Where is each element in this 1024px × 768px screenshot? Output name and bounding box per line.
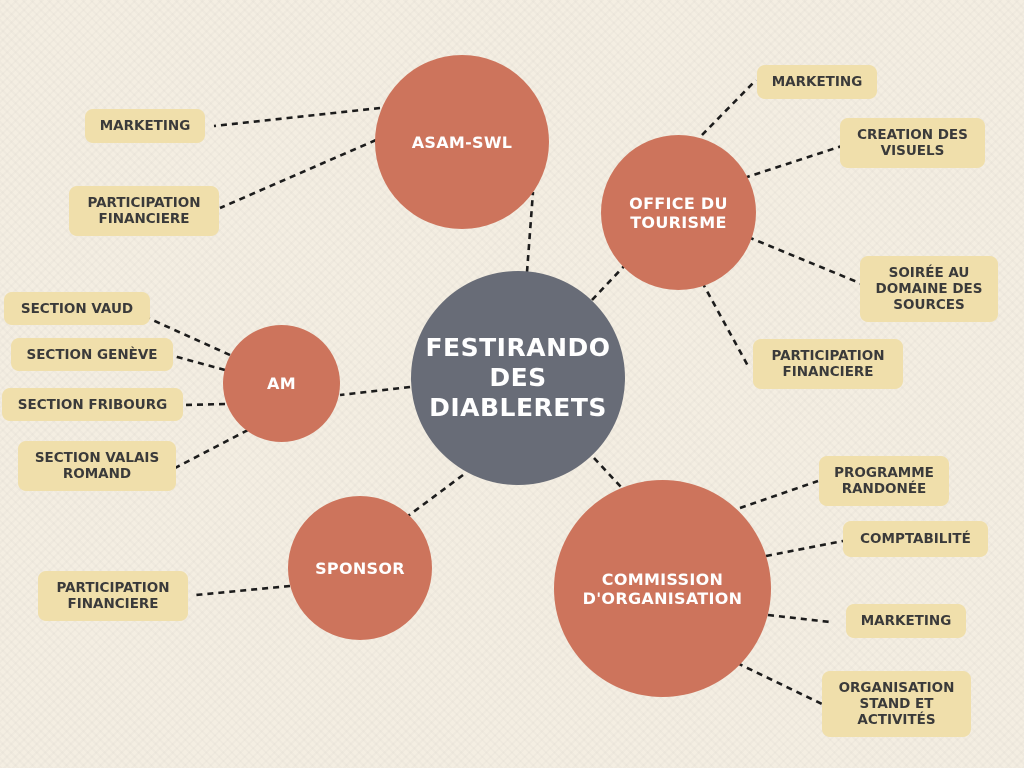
leaf-office-participation: PARTICIPATION FINANCIERE bbox=[753, 339, 903, 389]
link-office-participation bbox=[700, 281, 750, 367]
leaf-office-participation-label: PARTICIPATION FINANCIERE bbox=[771, 348, 885, 380]
link-asam-marketing bbox=[213, 106, 381, 128]
link-center-office bbox=[591, 261, 629, 301]
center-label: FESTIRANDO DES DIABLERETS bbox=[425, 333, 611, 422]
leaf-sponsor-participation-label: PARTICIPATION FINANCIERE bbox=[56, 580, 170, 612]
leaf-com-programme-label: PROGRAMME RANDONÉE bbox=[834, 465, 934, 497]
leaf-office-soiree-label: SOIRÉE AU DOMAINE DES SOURCES bbox=[875, 265, 983, 313]
leaf-asam-participation-label: PARTICIPATION FINANCIERE bbox=[87, 195, 201, 227]
link-am-valais bbox=[174, 428, 249, 470]
link-com-comptabilite bbox=[765, 539, 844, 558]
link-center-commission bbox=[593, 457, 622, 488]
link-office-marketing bbox=[701, 79, 757, 136]
leaf-am-vaud-label: SECTION VAUD bbox=[20, 300, 134, 317]
hub-office-tourisme: OFFICE DU TOURISME bbox=[601, 135, 756, 290]
center-node-festirando: FESTIRANDO DES DIABLERETS bbox=[411, 271, 625, 485]
leaf-asam-marketing: MARKETING bbox=[85, 109, 205, 143]
hub-sponsor-label: SPONSOR bbox=[315, 558, 405, 578]
link-asam-participation bbox=[219, 138, 377, 210]
leaf-office-soiree: SOIRÉE AU DOMAINE DES SOURCES bbox=[860, 256, 998, 322]
leaf-am-section-fribourg: SECTION FRIBOURG bbox=[2, 388, 183, 421]
hub-am-label: AM bbox=[267, 374, 296, 393]
link-am-fribourg bbox=[182, 402, 226, 407]
hub-sponsor: SPONSOR bbox=[288, 496, 432, 640]
hub-am: AM bbox=[223, 325, 340, 442]
leaf-asam-marketing-label: MARKETING bbox=[99, 118, 191, 134]
leaf-office-marketing: MARKETING bbox=[757, 65, 877, 99]
leaf-am-geneve-label: SECTION GENÈVE bbox=[26, 346, 158, 363]
link-center-sponsor bbox=[407, 473, 464, 518]
hub-office-label: OFFICE DU TOURISME bbox=[629, 193, 728, 232]
leaf-com-programme: PROGRAMME RANDONÉE bbox=[819, 456, 949, 506]
leaf-com-marketing-label: MARKETING bbox=[860, 613, 952, 629]
link-sponsor-participation bbox=[195, 584, 291, 597]
leaf-com-marketing: MARKETING bbox=[846, 604, 966, 638]
leaf-com-comptabilite: COMPTABILITÉ bbox=[843, 521, 988, 557]
hub-asam-swl: ASAM-SWL bbox=[375, 55, 549, 229]
leaf-com-stand-label: ORGANISATION STAND ET ACTIVITÉS bbox=[838, 680, 955, 728]
leaf-sponsor-participation: PARTICIPATION FINANCIERE bbox=[38, 571, 188, 621]
leaf-office-visuels: CREATION DES VISUELS bbox=[840, 118, 985, 168]
leaf-am-section-vaud: SECTION VAUD bbox=[4, 292, 150, 325]
link-com-programme bbox=[739, 479, 819, 510]
link-com-marketing bbox=[767, 613, 831, 624]
hub-commission-label: COMMISSION D'ORGANISATION bbox=[582, 569, 743, 608]
link-office-visuels bbox=[743, 144, 843, 180]
link-com-stand bbox=[736, 661, 823, 706]
link-center-asam bbox=[525, 191, 535, 273]
link-center-am bbox=[339, 385, 411, 397]
leaf-am-section-geneve: SECTION GENÈVE bbox=[11, 338, 173, 371]
hub-commission-organisation: COMMISSION D'ORGANISATION bbox=[554, 480, 771, 697]
leaf-am-section-valais: SECTION VALAIS ROMAND bbox=[18, 441, 176, 491]
link-office-soiree bbox=[747, 235, 863, 286]
hub-asam-label: ASAM-SWL bbox=[411, 132, 513, 152]
leaf-com-stand: ORGANISATION STAND ET ACTIVITÉS bbox=[822, 671, 971, 737]
leaf-office-marketing-label: MARKETING bbox=[771, 74, 863, 90]
leaf-asam-participation: PARTICIPATION FINANCIERE bbox=[69, 186, 219, 236]
link-am-geneve bbox=[169, 353, 226, 372]
leaf-am-fribourg-label: SECTION FRIBOURG bbox=[17, 396, 168, 413]
leaf-com-comptabilite-label: COMPTABILITÉ bbox=[860, 531, 971, 547]
link-am-vaud bbox=[147, 316, 231, 357]
leaf-office-visuels-label: CREATION DES VISUELS bbox=[857, 127, 968, 159]
leaf-am-valais-label: SECTION VALAIS ROMAND bbox=[34, 450, 160, 482]
